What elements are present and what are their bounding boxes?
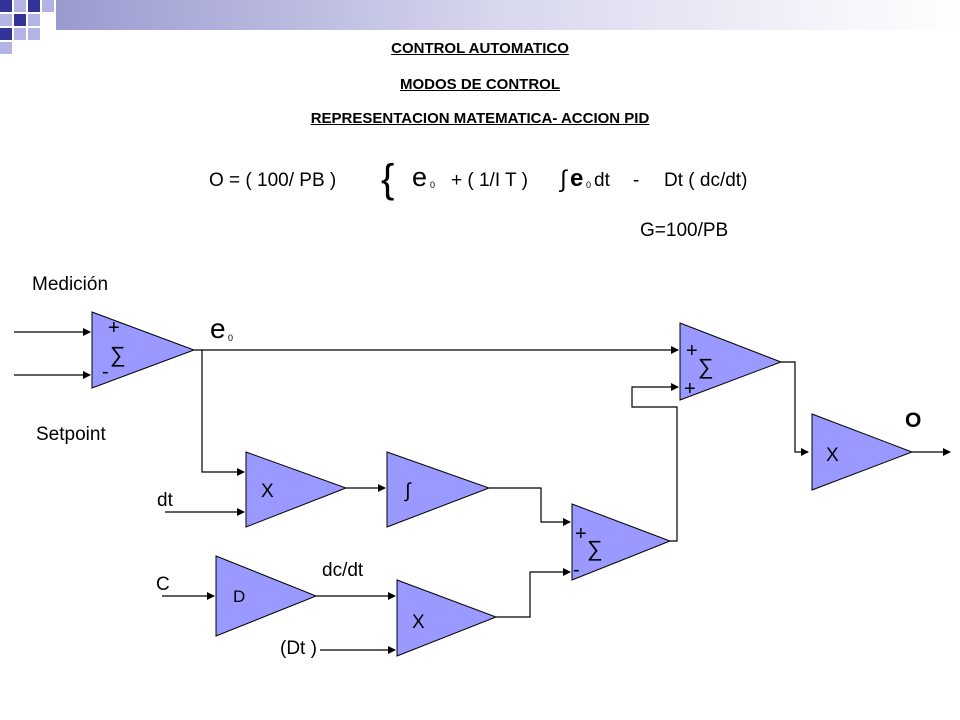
e0-sub: 0	[228, 333, 233, 343]
branch-to-mult1	[201, 350, 245, 476]
connection-lines	[14, 328, 951, 654]
sum1-minus: -	[102, 361, 109, 383]
formula-brace: {	[381, 157, 394, 201]
e0-label: e	[210, 313, 226, 344]
slide-subtitle: MODOS DE CONTROL	[400, 76, 560, 93]
dcdt-label: dc/dt	[322, 560, 364, 581]
blocks	[91, 311, 914, 657]
output-label: O	[905, 409, 921, 432]
slide-heading: REPRESENTACION MATEMATICA- ACCION PID	[310, 110, 650, 127]
sum2-block	[571, 503, 672, 581]
multout-block	[811, 413, 914, 491]
c-label: C	[156, 574, 170, 595]
dt-paren-label: (Dt )	[280, 638, 317, 659]
formula-e2-sub: 0	[586, 180, 591, 190]
sum2-minus: -	[573, 559, 580, 581]
integrator-to-sum2	[489, 487, 571, 526]
mult1-block	[245, 451, 348, 528]
dt-label: dt	[157, 490, 174, 511]
top-decor-bar	[56, 0, 960, 30]
sum2-sigma: ∑	[587, 536, 603, 561]
sum1-block	[91, 311, 196, 389]
formula-lhs: O = ( 100/ PB )	[209, 170, 336, 191]
sum3-sigma: ∑	[698, 354, 714, 379]
formula-dt: dt	[594, 170, 611, 191]
sum2-plus: +	[575, 523, 587, 545]
sum3-block	[679, 322, 783, 401]
pid-formula: O = ( 100/ PB ) { e 0 + ( 1/I T ) ∫ e 0 …	[209, 157, 747, 241]
formula-minus: -	[633, 170, 639, 191]
sum1-sigma: ∑	[110, 342, 126, 367]
formula-integral-coef: + ( 1/I T )	[451, 170, 528, 191]
setpoint-label: Setpoint	[36, 424, 106, 445]
sum3-to-multout	[781, 361, 809, 456]
mult1-x: X	[261, 481, 274, 502]
integrator-block	[386, 451, 491, 528]
sum2-to-sum3	[631, 383, 679, 542]
medicion-label: Medición	[32, 274, 108, 295]
derivative-block	[215, 555, 318, 637]
derivative-d: D	[233, 587, 245, 606]
multout-x: X	[826, 445, 839, 466]
gain-label: G=100/PB	[640, 220, 728, 241]
sum3-plus-top: +	[686, 340, 698, 362]
formula-e2: e	[570, 165, 583, 192]
slide-title: CONTROL AUTOMATICO	[391, 40, 569, 57]
formula-integral-sign: ∫	[558, 166, 568, 193]
mult2-block	[396, 579, 498, 657]
mult2-to-sum2	[496, 568, 571, 618]
integrator-symbol: ∫	[404, 480, 412, 502]
corner-logo	[0, 0, 54, 54]
formula-e: e	[412, 162, 427, 192]
formula-derivative: Dt ( dc/dt)	[664, 170, 747, 191]
formula-e-sub: 0	[430, 180, 435, 190]
mult2-x: X	[412, 612, 425, 633]
sum3-plus-bottom: +	[684, 378, 696, 400]
sum1-plus: +	[108, 317, 120, 339]
